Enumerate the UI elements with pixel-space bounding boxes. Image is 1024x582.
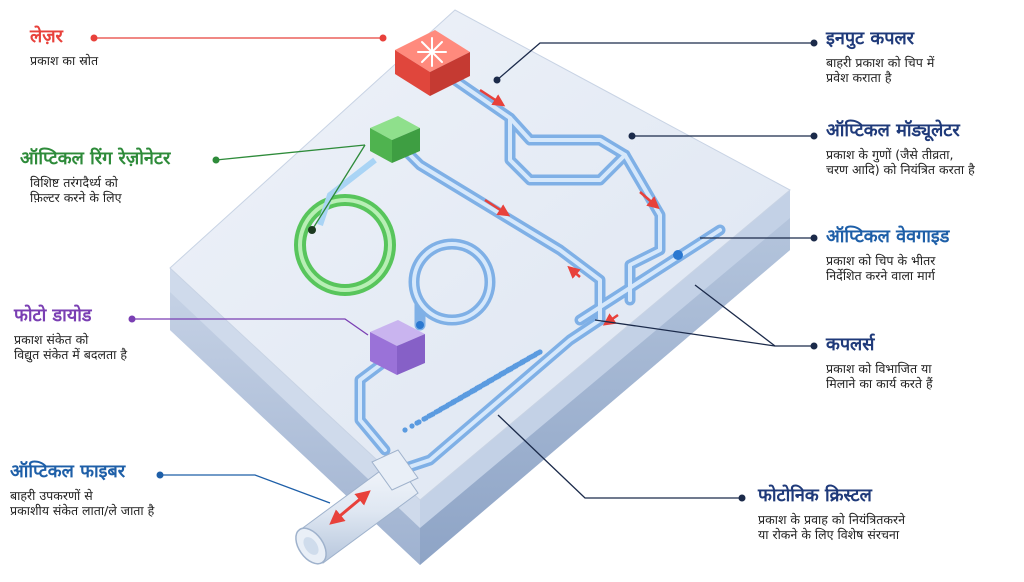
crystal-dot bbox=[423, 415, 429, 421]
crystal-dot bbox=[489, 377, 495, 383]
label-fiber-desc-2: प्रकाशीय संकेत लाता/ले जाता है bbox=[10, 503, 155, 519]
label-input-title: इनपुट कपलर bbox=[826, 28, 915, 49]
optical-fiber bbox=[295, 449, 419, 565]
crystal-dot bbox=[444, 403, 450, 409]
label-waveguide-desc-1: प्रकाश को चिप के भीतर bbox=[826, 252, 936, 268]
label-fiber-title: ऑप्टिकल फाइबर bbox=[10, 461, 126, 482]
label-optical-modulator: ऑप्टिकल मॉड्यूलेटर प्रकाश के गुणों (जैसे… bbox=[826, 120, 975, 178]
label-input-coupler: इनपुट कपलर बाहरी प्रकाश को चिप में प्रवे… bbox=[826, 28, 934, 86]
label-input-desc-1: बाहरी प्रकाश को चिप में bbox=[826, 54, 935, 70]
label-ring-desc-1: विशिष्ट तरंगदैर्ध्य को bbox=[30, 174, 118, 190]
label-laser-desc-1: प्रकाश का स्रोत bbox=[30, 52, 99, 68]
label-waveguide-desc-2: निर्देशित करने वाला मार्ग bbox=[826, 268, 935, 284]
ring-resonator-blue bbox=[408, 238, 496, 326]
label-ring-title: ऑप्टिकल रिंग रेज़ोनेटर bbox=[20, 148, 171, 169]
label-photodiode-title: फोटो डायोड bbox=[14, 305, 92, 326]
crystal-dot bbox=[402, 427, 408, 433]
label-couplers-desc-2: मिलाने का कार्य करते हैं bbox=[826, 376, 933, 392]
label-ring-desc-2: फ़िल्टर करने के लिए bbox=[30, 190, 122, 206]
label-couplers: कपलर्स प्रकाश को विभाजित या मिलाने का का… bbox=[826, 334, 933, 392]
crystal-dot bbox=[520, 359, 526, 365]
crystal-dot bbox=[496, 373, 502, 379]
label-photodiode: फोटो डायोड प्रकाश संकेत को विद्युत संकेत… bbox=[14, 305, 127, 363]
photodiode-block bbox=[370, 320, 425, 375]
crystal-dot bbox=[525, 356, 531, 362]
label-optical-fiber: ऑप्टिकल फाइबर बाहरी उपकरणों से प्रकाशीय … bbox=[10, 461, 154, 519]
laser-source bbox=[395, 30, 470, 96]
coupler-points bbox=[416, 250, 683, 329]
leader-dots bbox=[90, 34, 818, 502]
crystal-dot bbox=[430, 411, 436, 417]
crystal-dot bbox=[465, 391, 471, 397]
green-coupler-block bbox=[317, 116, 420, 226]
label-laser-title: लेज़र bbox=[30, 26, 63, 47]
label-modulator-desc-1: प्रकाश के गुणों (जैसे तीव्रता, bbox=[826, 146, 954, 162]
crystal-dot bbox=[477, 384, 483, 390]
crystal-dot bbox=[532, 352, 538, 358]
crystal-dot bbox=[501, 370, 507, 376]
label-optical-waveguide: ऑप्टिकल वेवगाइड प्रकाश को चिप के भीतर नि… bbox=[826, 226, 949, 284]
photonic-crystal-array bbox=[402, 349, 543, 433]
crystal-dot bbox=[437, 407, 443, 413]
label-crystal-desc-1: प्रकाश के प्रवाह को नियंत्रितकरने bbox=[758, 511, 906, 527]
crystal-dot bbox=[508, 366, 514, 372]
label-laser: लेज़र प्रकाश का स्रोत bbox=[30, 26, 98, 68]
label-crystal-desc-2: या रोकने के लिए विशेष संरचना bbox=[758, 527, 900, 543]
crystal-dot bbox=[472, 387, 478, 393]
crystal-dot bbox=[484, 380, 490, 386]
label-waveguide-title: ऑप्टिकल वेवगाइड bbox=[826, 226, 950, 247]
crystal-dot bbox=[537, 349, 543, 355]
crystal-dot bbox=[513, 363, 519, 369]
label-crystal-title: फोटोनिक क्रिस्टल bbox=[758, 485, 872, 506]
label-photodiode-desc-1: प्रकाश संकेत को bbox=[14, 331, 89, 347]
label-modulator-desc-2: चरण आदि) को नियंत्रित करता है bbox=[826, 162, 975, 178]
label-ring-resonator: ऑप्टिकल रिंग रेज़ोनेटर विशिष्ट तरंगदैर्ध… bbox=[20, 148, 170, 206]
label-fiber-desc-1: बाहरी उपकरणों से bbox=[10, 487, 93, 503]
leader-lines bbox=[94, 37, 814, 504]
ring-resonator-green bbox=[294, 194, 396, 296]
crystal-dot bbox=[416, 419, 422, 425]
label-photodiode-desc-2: विद्युत संकेत में बदलता है bbox=[14, 347, 127, 363]
light-flow-arrows bbox=[479, 88, 660, 326]
crystal-dot bbox=[458, 395, 464, 401]
crystal-dot bbox=[409, 423, 415, 429]
label-modulator-title: ऑप्टिकल मॉड्यूलेटर bbox=[826, 120, 960, 141]
label-input-desc-2: प्रवेश कराता है bbox=[826, 70, 892, 86]
crystal-dot bbox=[451, 399, 457, 405]
label-photonic-crystal: फोटोनिक क्रिस्टल प्रकाश के प्रवाह को निय… bbox=[758, 485, 905, 543]
label-couplers-title: कपलर्स bbox=[826, 334, 875, 355]
label-couplers-desc-1: प्रकाश को विभाजित या bbox=[826, 360, 932, 376]
